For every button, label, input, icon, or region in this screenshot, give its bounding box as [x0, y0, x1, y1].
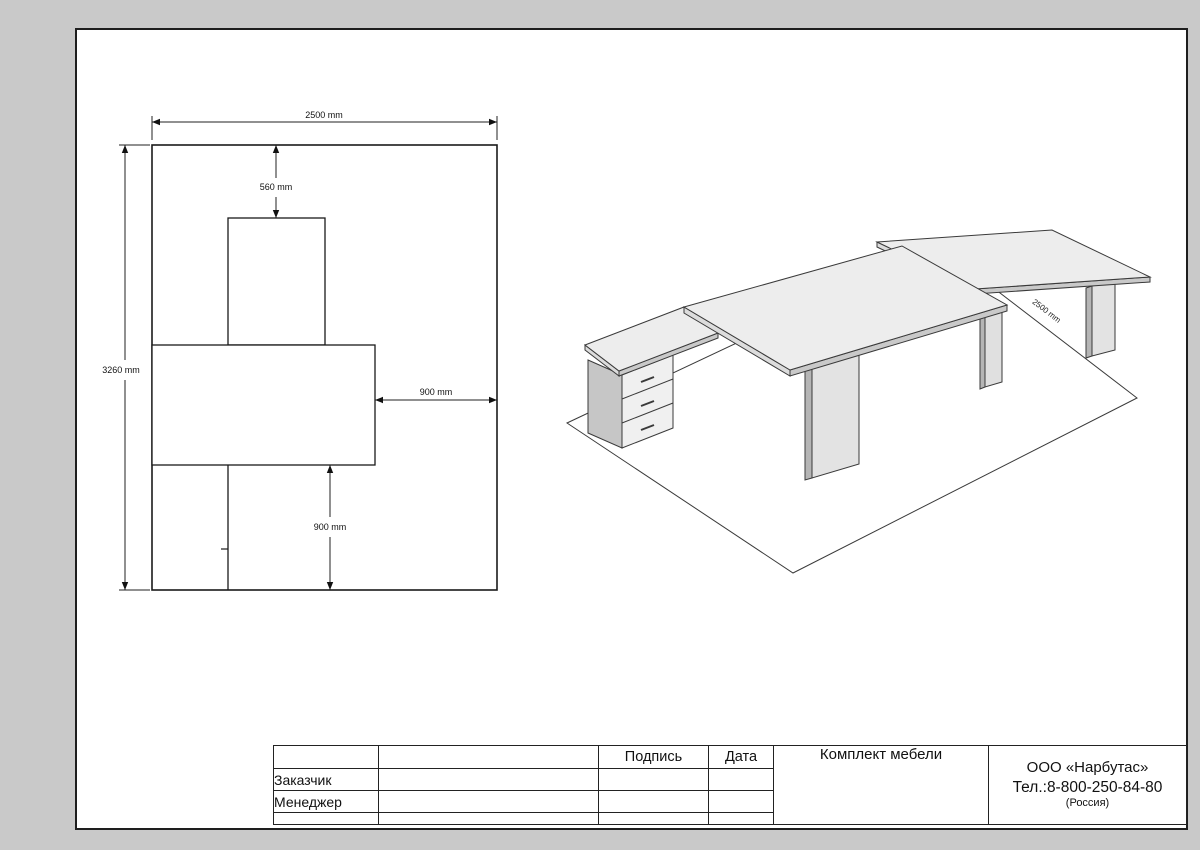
company-cell: ООО «Нарбутас» Тел.:8-800-250-84-80 (Рос… [988, 745, 1187, 825]
customer-signature-cell [598, 768, 709, 791]
drawer-handle [640, 424, 655, 431]
drawer-divider [621, 402, 674, 424]
dim-label-desk-clearance: 900 mm [420, 387, 453, 397]
dim-label-return-depth: 560 mm [260, 182, 293, 192]
dimension-total-width [151, 116, 498, 140]
date-header: Дата [708, 745, 774, 769]
drawer-handle [640, 400, 655, 407]
customer-row: Заказчик [273, 768, 1187, 791]
empty-cell [378, 745, 599, 769]
company-name: ООО «Нарбутас» [1026, 759, 1149, 777]
title-block-header-row: Подпись Дата Комплект мебели ООО «Нарбут… [273, 745, 1187, 825]
empty-cell [378, 812, 599, 825]
project-title: Комплект мебели [819, 746, 943, 764]
empty-cell [708, 812, 774, 825]
blank-row [273, 812, 1187, 825]
iso-main-desk-top [682, 245, 1009, 377]
dim-label-total-width: 2500 mm [305, 110, 343, 120]
dim-label-bottom-clearance: 900 mm [314, 522, 347, 532]
manager-signature-cell [598, 790, 709, 813]
drawing-sheet: 2500 mm 560 mm 3260 mm 900 mm 900 mm [75, 28, 1188, 830]
plan-main-desk [151, 344, 376, 466]
customer-label: Заказчик [273, 768, 379, 791]
iso-middle-leg [979, 304, 1003, 390]
manager-name-cell [378, 790, 599, 813]
empty-cell [598, 812, 709, 825]
customer-name-cell [378, 768, 599, 791]
manager-date-cell [708, 790, 774, 813]
plan-return-desk [227, 217, 326, 346]
signature-header: Подпись [598, 745, 709, 769]
title-block: Подпись Дата Комплект мебели ООО «Нарбут… [273, 745, 1187, 825]
iso-right-table-leg [1085, 279, 1116, 359]
company-phone: Тел.:8-800-250-84-80 [1012, 778, 1163, 796]
plan-view-drawing: 2500 mm 560 mm 3260 mm 900 mm 900 mm [102, 110, 498, 591]
drawer-handle [640, 376, 655, 383]
iso-main-desk-leg [804, 351, 860, 481]
empty-cell [273, 812, 379, 825]
customer-date-cell [708, 768, 774, 791]
dimension-total-height [119, 144, 150, 591]
company-country: (Россия) [1065, 797, 1110, 810]
iso-return-desk-top [583, 306, 720, 378]
iso-drawer-pedestal [587, 354, 674, 449]
drawer-divider [621, 378, 674, 400]
empty-cell [273, 745, 379, 769]
project-title-cell: Комплект мебели [773, 745, 989, 825]
dim-label-total-height: 3260 mm [102, 365, 140, 375]
manager-label: Менеджер [273, 790, 379, 813]
isometric-view-drawing: 2500 mm [565, 229, 1152, 574]
